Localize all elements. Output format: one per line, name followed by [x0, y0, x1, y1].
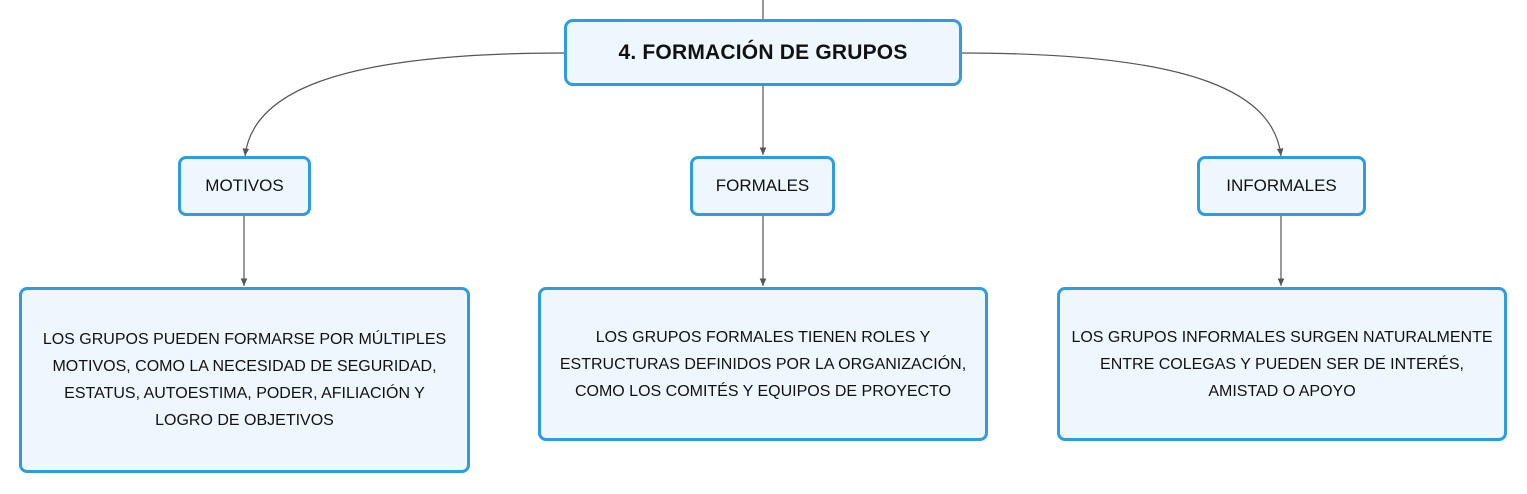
connector-root-motivos — [242, 52, 565, 157]
branch-label-motivos: MOTIVOS — [205, 176, 284, 195]
branch-node-motivos[interactable]: MOTIVOS — [178, 156, 311, 216]
detail-text-informales: LOS GRUPOS INFORMALES SURGEN NATURALMENT… — [1071, 328, 1493, 400]
detail-text-formales: LOS GRUPOS FORMALES TIENEN ROLES Y ESTRU… — [559, 328, 967, 400]
detail-node-motivos[interactable]: LOS GRUPOS PUEDEN FORMARSE POR MÚLTIPLES… — [19, 287, 470, 473]
detail-node-formales[interactable]: LOS GRUPOS FORMALES TIENEN ROLES Y ESTRU… — [538, 287, 988, 441]
root-topic-label: 4. FORMACIÓN DE GRUPOS — [618, 40, 908, 64]
branch-node-informales[interactable]: INFORMALES — [1197, 156, 1366, 216]
root-topic-node[interactable]: 4. FORMACIÓN DE GRUPOS — [564, 19, 962, 86]
detail-node-informales[interactable]: LOS GRUPOS INFORMALES SURGEN NATURALMENT… — [1057, 287, 1507, 441]
branch-label-formales: FORMALES — [715, 176, 810, 195]
branch-node-formales[interactable]: FORMALES — [690, 156, 835, 216]
branch-label-informales: INFORMALES — [1226, 176, 1337, 195]
connector-root-informales — [961, 52, 1284, 157]
detail-text-motivos: LOS GRUPOS PUEDEN FORMARSE POR MÚLTIPLES… — [42, 331, 447, 429]
